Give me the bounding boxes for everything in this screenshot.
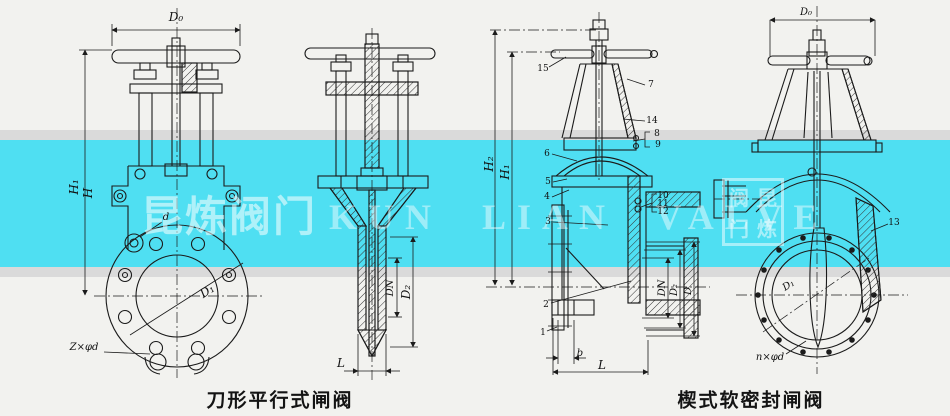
centerlines [94,8,262,378]
watermark-strip-bottom [0,267,950,277]
valve-body [111,165,241,250]
part-callout-4: 4 [544,192,550,202]
part-callout-7: 7 [648,80,654,90]
wedge-valve-section-view [486,12,710,375]
dim-label-h1: H₁ [67,179,81,195]
stamp-char: 炼 [757,219,777,241]
dim-label-d: d [162,212,170,223]
wedge-gate-edge [809,227,828,349]
part-callout-15: 15 [537,64,549,74]
dimension-lines [492,29,700,375]
handwheel [111,37,241,93]
watermark-english-text: KUN LIAN VALVE [329,197,829,237]
dim-label-d: D [683,286,694,296]
yoke [325,54,419,177]
part-callout-8: 8 [654,129,660,139]
dim-label-h1: H₁ [498,164,512,180]
part-callout-10: 10 [657,191,669,201]
watermark-cyan-band [0,140,950,267]
dim-label-dn: DN [657,279,668,297]
part-callout-14: 14 [646,116,658,126]
bonnet-dome [745,167,891,213]
dim-label-d2: D₂ [399,284,413,300]
part-callout-12: 12 [657,207,669,217]
stem [356,43,388,191]
dim-label-dn: DN [385,279,396,297]
dimension-lines [344,236,418,376]
right-flange-section [855,197,882,313]
dim-label-l: L [598,358,606,372]
caption-knife-gate-valve: 刀形平行式闸阀 [206,390,354,412]
stamp-char: 昆 [757,188,777,210]
part-callout-2: 2 [543,300,549,310]
yoke [129,46,223,177]
watermark-chinese-text: 昆炼阀门 [141,193,318,240]
dim-label-d0: D₀ [799,7,813,18]
dim-label-zxfd: Z×φd [69,342,99,353]
dimension-lines [79,24,244,355]
dim-label-h2: H₂ [482,156,496,172]
dim-label-d2: D₂ [669,283,680,297]
wedge-valve-front-view [713,6,908,374]
stamp-char: 阀 [729,188,749,210]
pipe-stub [713,179,746,219]
dim-label-b: b [576,348,584,359]
dim-label-l: L [337,356,345,370]
handwheel [550,19,659,176]
bonnet [551,156,653,213]
part-callout-3: 3 [545,217,551,227]
dim-label-d0: D₀ [168,10,184,24]
dim-label-nxfd: n×φd [755,352,785,363]
dim-label-h: H [81,187,95,199]
watermark-seal-stamp: 阀 昆 门 炼 [722,178,784,246]
yoke [561,63,640,151]
handwheel [767,29,873,70]
valve-body [548,175,701,339]
part-callout-13: 13 [888,218,900,228]
flange-face [105,224,249,375]
part-callout-9: 9 [655,140,661,150]
part-callout-1: 1 [540,328,546,338]
stamp-char: 门 [729,219,749,241]
part-callout-5: 5 [545,177,551,187]
part-callout-6: 6 [544,149,550,159]
caption-wedge-gate-valve: 楔式软密封闸阀 [677,390,825,412]
watermark-strip-top [0,130,950,140]
valve-body [317,175,429,358]
part-callout-11: 11 [657,199,669,209]
knife-valve-side-view [304,28,436,380]
knife-valve-front-view [79,8,262,378]
yoke [751,68,883,228]
